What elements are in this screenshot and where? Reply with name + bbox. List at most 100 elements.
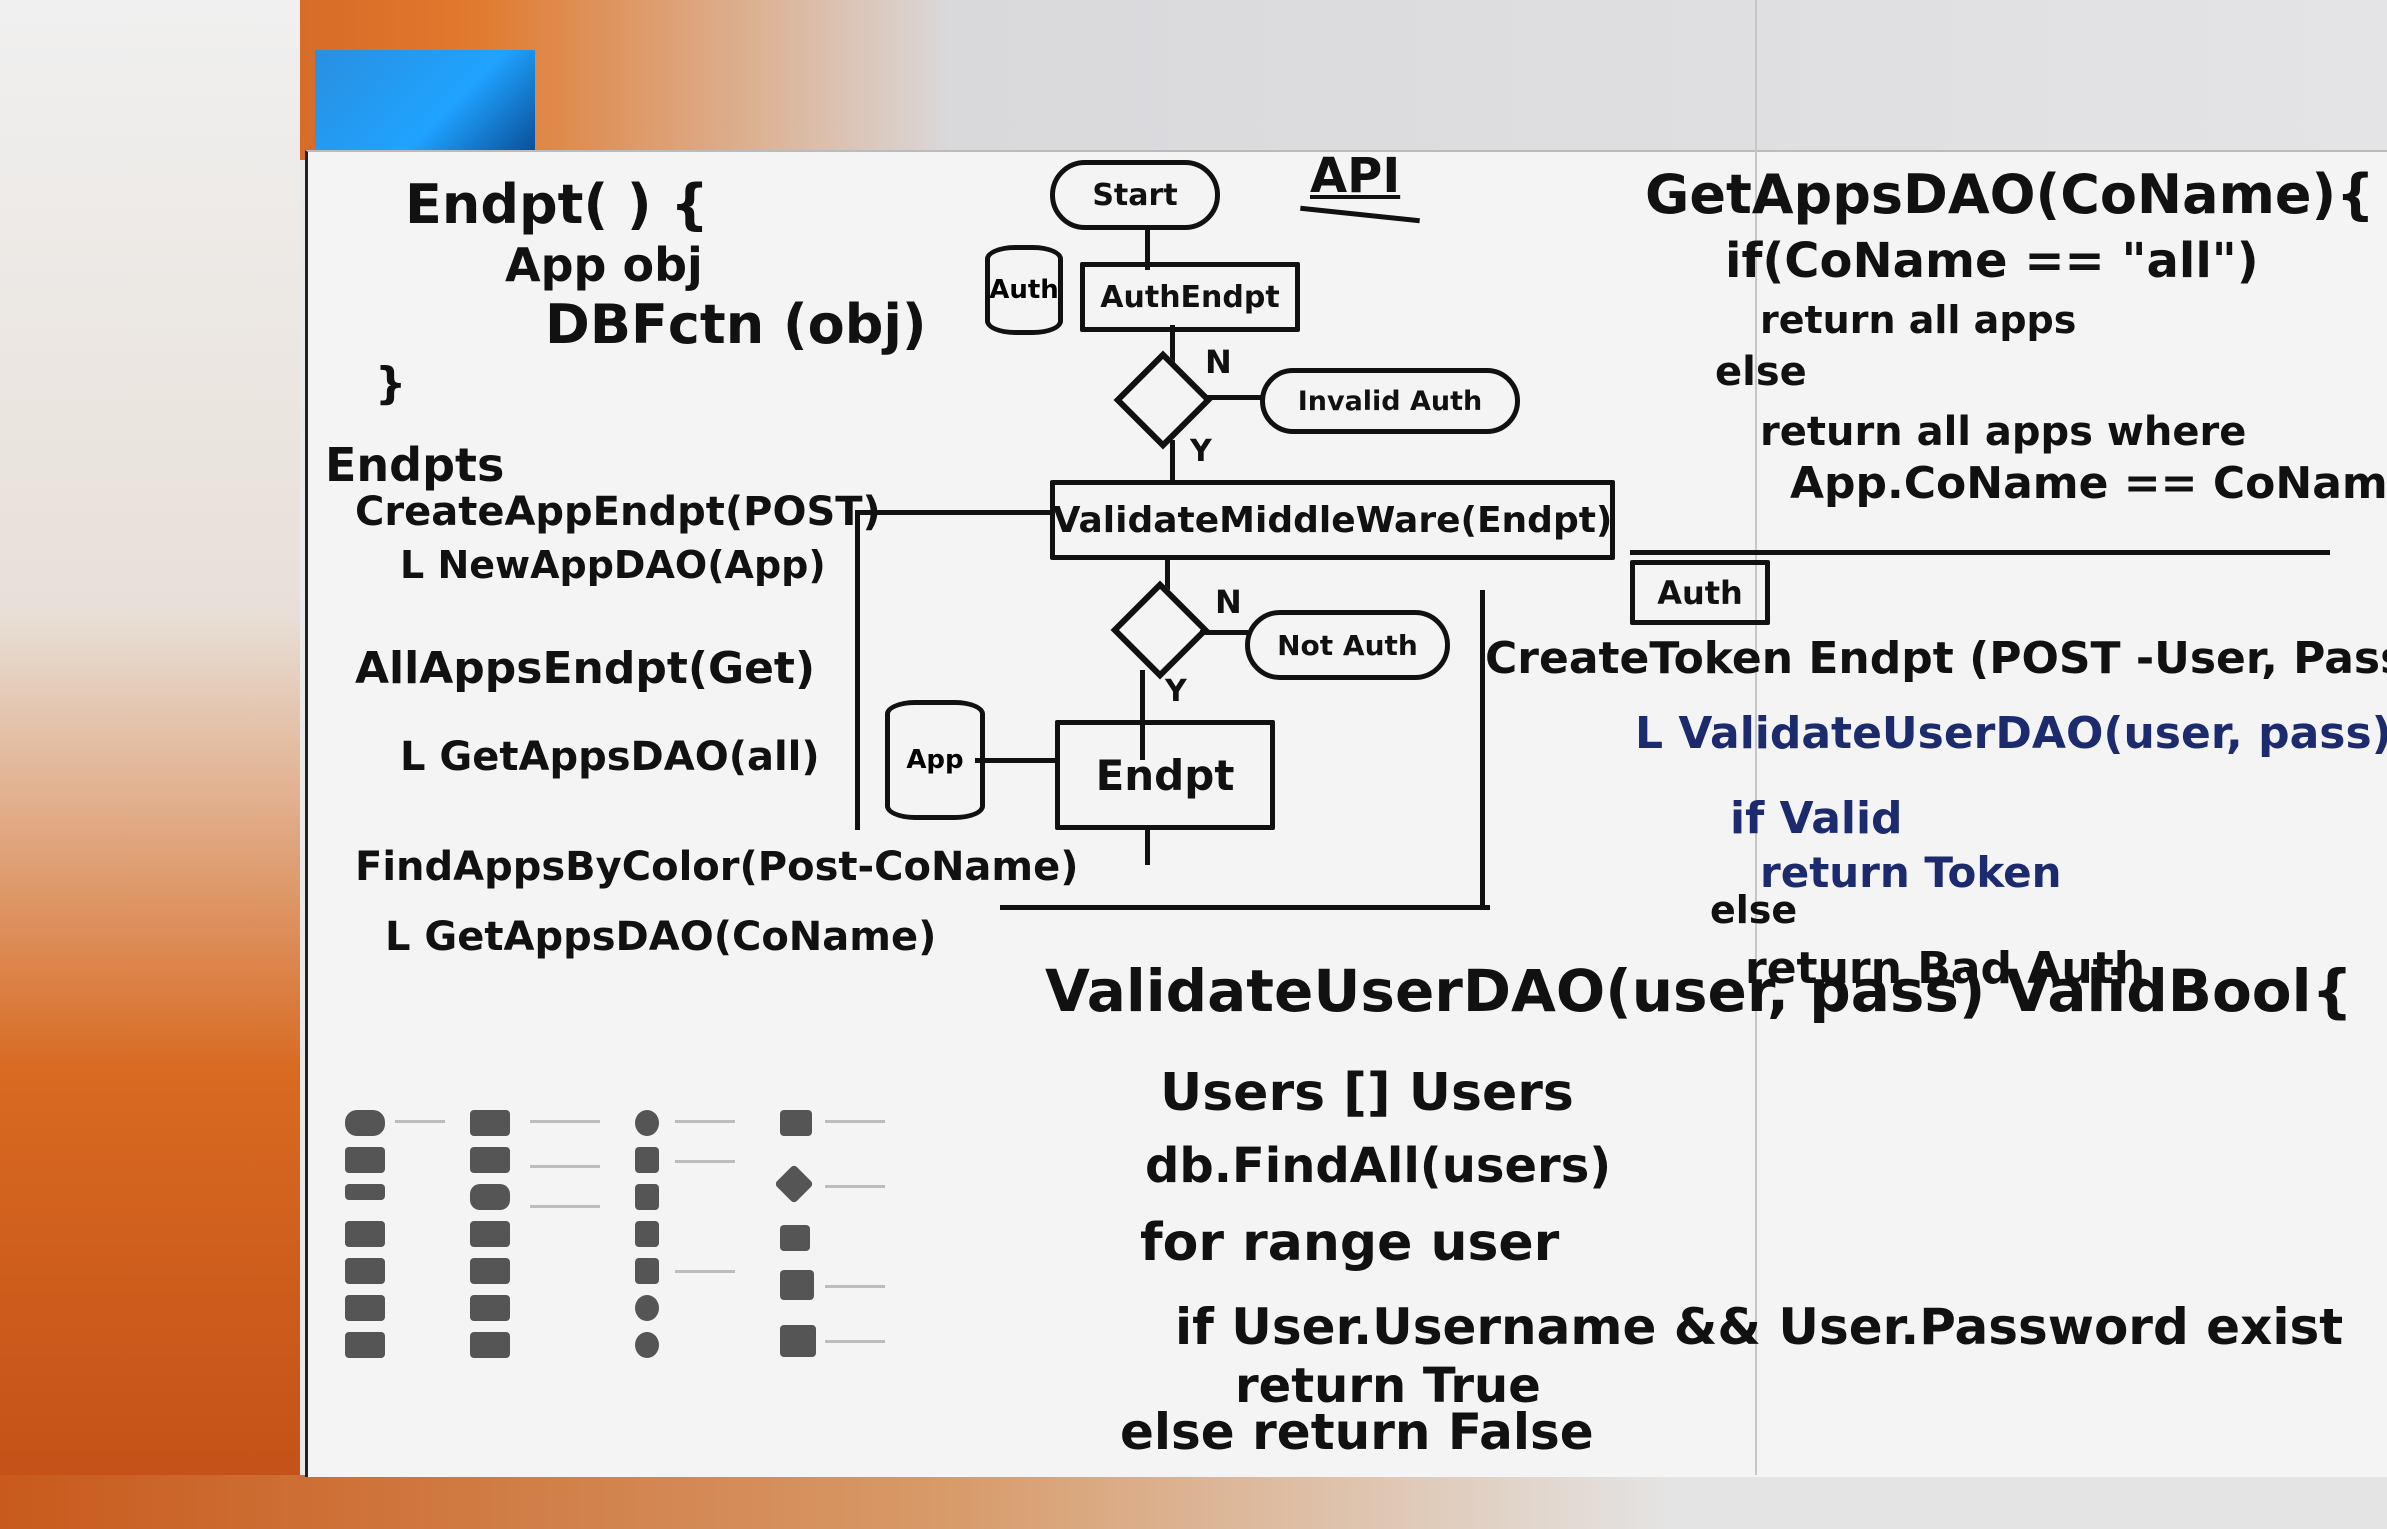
endpoint-3-dao: L GetAppsDAO(CoName) <box>385 914 937 960</box>
auth-db: Auth <box>985 245 1063 335</box>
legend-line <box>675 1270 735 1273</box>
flow-not-auth: Not Auth <box>1245 610 1450 680</box>
validate-user-line-4: for range user <box>1140 1213 1560 1273</box>
loop-top <box>855 510 1050 515</box>
legend-shape <box>635 1258 659 1284</box>
legend-shape <box>345 1332 385 1358</box>
loop-left <box>855 510 860 830</box>
validate-user-line-5: if User.Username && User.Password exist <box>1175 1298 2344 1356</box>
legend-shape <box>345 1184 385 1200</box>
flow-connector-validate-decision <box>1165 555 1170 590</box>
validate-user-line-6: return True <box>1235 1358 1541 1414</box>
legend-shape <box>635 1110 659 1136</box>
legend-shape <box>470 1332 510 1358</box>
endpoints-header: Endpts <box>325 438 505 492</box>
legend-line <box>530 1165 600 1168</box>
flow-connector-notauth <box>1200 630 1248 635</box>
legend-shape <box>470 1184 510 1210</box>
middleware-yes-label: Y <box>1165 674 1187 709</box>
legend-shape <box>470 1295 510 1321</box>
auth-no-label: N <box>1205 343 1232 381</box>
legend-shape <box>345 1258 385 1284</box>
legend-shape <box>345 1221 385 1247</box>
code-line-2: App obj <box>505 238 703 292</box>
legend-shape <box>345 1147 385 1173</box>
getapps-line-2: if(CoName == "all") <box>1725 233 2259 289</box>
getapps-divider <box>1630 550 2330 555</box>
validate-user-line-2: Users [] Users <box>1160 1063 1574 1123</box>
auth-yes-label: Y <box>1190 434 1212 469</box>
legend-shape <box>635 1332 659 1358</box>
legend-line <box>675 1120 735 1123</box>
getapps-line-1: GetAppsDAO(CoName){ <box>1645 163 2375 226</box>
blue-object <box>315 50 535 150</box>
flow-endpt: Endpt <box>1055 720 1275 830</box>
flow-start: Start <box>1050 160 1220 230</box>
legend-shape <box>635 1184 659 1210</box>
legend-shape <box>635 1221 659 1247</box>
flow-invalid-auth: Invalid Auth <box>1260 368 1520 434</box>
flow-connector-app-endpt <box>975 758 1055 763</box>
legend-line <box>825 1285 885 1288</box>
auth-line-5: else <box>1710 888 1798 932</box>
legend-shape <box>470 1147 510 1173</box>
flow-connector-auth-decision <box>1170 325 1175 365</box>
validate-user-line-1: ValidateUserDAO(user, pass) ValidBool{ <box>1045 957 2353 1025</box>
auth-label-box: Auth <box>1630 560 1770 625</box>
auth-line-3: if Valid <box>1730 793 1903 844</box>
legend-shape <box>470 1221 510 1247</box>
flow-auth-endpt: AuthEndpt <box>1080 262 1300 332</box>
board-frame-left <box>0 0 300 1529</box>
flow-connector-start-auth <box>1145 225 1150 270</box>
getapps-line-3: return all apps <box>1760 298 2077 342</box>
loop-bottom <box>1000 905 1490 910</box>
board-seam <box>1755 0 1757 1475</box>
getapps-line-4: else <box>1715 349 1807 395</box>
app-db: App <box>885 700 985 820</box>
loop-right <box>1480 590 1485 910</box>
legend-line <box>825 1185 885 1188</box>
getapps-line-6: App.CoName == CoName <box>1790 458 2387 509</box>
auth-line-2: L ValidateUserDAO(user, pass) <box>1635 708 2387 759</box>
legend-shape <box>470 1258 510 1284</box>
flow-connector-endpt-down <box>1145 825 1150 865</box>
legend-shape <box>780 1225 810 1251</box>
code-line-3: DBFctn (obj) <box>545 293 927 356</box>
legend-shape <box>780 1325 816 1357</box>
legend-shape <box>780 1110 812 1136</box>
endpoint-2-name: AllAppsEndpt(Get) <box>355 643 816 694</box>
code-line-1: Endpt( ) { <box>405 173 709 236</box>
flow-connector-decision-endpt <box>1140 670 1145 760</box>
shape-legend <box>340 1105 920 1365</box>
getapps-line-5: return all apps where <box>1760 409 2247 455</box>
flow-connector-decision-validate <box>1170 440 1175 482</box>
validate-user-line-3: db.FindAll(users) <box>1145 1138 1612 1194</box>
legend-line <box>530 1205 600 1208</box>
auth-line-4: return Token <box>1760 848 2062 897</box>
legend-line <box>675 1160 735 1163</box>
endpoint-3-name: FindAppsByColor(Post-CoName) <box>355 844 1079 890</box>
legend-line <box>825 1120 885 1123</box>
legend-shape <box>780 1270 814 1300</box>
auth-line-6: return Bad Auth <box>1745 943 2146 994</box>
validate-user-line-7: else return False <box>1120 1403 1594 1461</box>
flow-validate-middleware: ValidateMiddleWare(Endpt) <box>1050 480 1615 560</box>
legend-line <box>530 1120 600 1123</box>
legend-shape <box>345 1295 385 1321</box>
legend-shape <box>774 1164 814 1204</box>
endpoint-1-name: CreateAppEndpt(POST) <box>355 489 881 535</box>
code-line-4: } <box>375 358 407 409</box>
endpoint-1-dao: L NewAppDAO(App) <box>400 543 826 587</box>
legend-shape <box>635 1147 659 1173</box>
legend-shape <box>635 1295 659 1321</box>
endpoint-2-dao: L GetAppsDAO(all) <box>400 734 820 780</box>
legend-line <box>825 1340 885 1343</box>
auth-line-1: CreateToken Endpt (POST -User, Pass) <box>1485 633 2387 684</box>
legend-shape <box>470 1110 510 1136</box>
legend-line <box>395 1120 445 1123</box>
api-title: API <box>1310 148 1401 204</box>
middleware-no-label: N <box>1215 583 1242 621</box>
legend-shape <box>345 1110 385 1136</box>
board-frame-bottom <box>0 1475 2387 1529</box>
flow-connector-invalid <box>1205 395 1265 400</box>
